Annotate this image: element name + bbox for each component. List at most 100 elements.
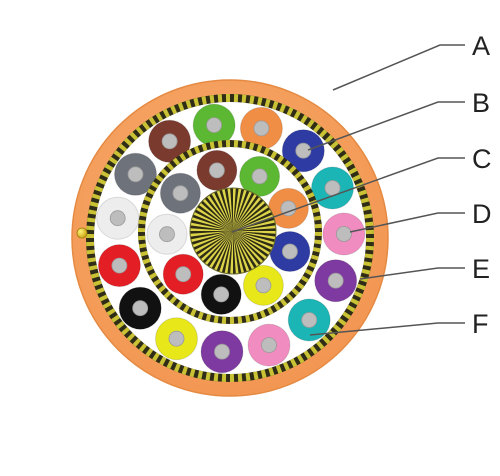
- inner-strength-ring-stripe: [291, 287, 300, 296]
- outer-strength-ring-stripe: [135, 126, 144, 136]
- central-core-ray: [224, 231, 233, 274]
- central-core-ray: [200, 231, 233, 262]
- fiber-core: [127, 166, 144, 183]
- inner-strength-ring-stripe: [233, 140, 239, 148]
- fiber-core: [161, 133, 178, 150]
- callout-label-e: E: [472, 254, 490, 284]
- outer-strength-ring-stripe: [361, 268, 371, 275]
- fiber-core: [335, 226, 352, 242]
- outer-strength-ring-stripe: [296, 354, 305, 364]
- inner-strength-ring-stripe: [259, 310, 267, 319]
- outer-strength-ring-stripe: [332, 324, 342, 333]
- outer-strength-ring-stripe: [245, 372, 251, 382]
- outer-strength-ring-stripe: [159, 356, 167, 366]
- inner-strength-ring-stripe: [300, 275, 309, 283]
- central-core-ray: [197, 231, 233, 258]
- fiber-core: [251, 168, 268, 185]
- outer-strength-ring-stripe: [129, 131, 139, 141]
- central-core-ray: [193, 211, 233, 231]
- central-core-ray: [233, 204, 269, 231]
- central-core-ray: [233, 188, 242, 231]
- central-core-ray: [190, 231, 233, 243]
- inner-strength-ring-stripe: [273, 302, 281, 311]
- outer-strength-ring-stripe: [99, 294, 108, 302]
- outer-strength-ring-stripe: [358, 189, 367, 196]
- callout-leaders: [231, 44, 465, 336]
- central-core-ray: [194, 231, 233, 253]
- inner-strength-ring-stripe: [209, 141, 215, 150]
- outer-strength-ring-stripe: [364, 213, 373, 219]
- outer-strength-ring-stripe: [108, 156, 118, 165]
- central-core-ray: [219, 231, 233, 273]
- central-core-ray: [206, 195, 233, 231]
- fiber-core: [206, 117, 223, 133]
- central-core-ray: [233, 231, 268, 260]
- outer-strength-ring-stripe: [362, 205, 372, 211]
- outer-strength-ring-stripe: [162, 108, 170, 118]
- outer-strength-ring-stripe: [197, 370, 203, 380]
- inner-fiber-ring: [146, 149, 311, 315]
- inner-strength-ring-stripe: [217, 140, 223, 148]
- central-core-ray: [202, 198, 233, 231]
- inner-strength-ring-stripe: [190, 308, 197, 317]
- outer-strength-ring-stripe: [279, 103, 287, 113]
- outer-strength-ring-stripe: [132, 338, 141, 347]
- outer-strength-ring-stripe: [148, 116, 157, 126]
- outer-strength-ring-stripe: [205, 372, 211, 381]
- central-core-ray: [233, 231, 245, 274]
- inner-strength-ring-stripe: [153, 278, 162, 287]
- inner-strength-ring-stripe: [155, 174, 164, 183]
- outer-fiber-green: [192, 103, 236, 147]
- central-core-ray: [191, 217, 233, 231]
- inner-strength-ring-stripe: [237, 316, 243, 324]
- leader-line-f: [309, 322, 465, 336]
- outer-strength-ring-stripe: [91, 193, 101, 200]
- inner-strength-ring-stripe: [270, 150, 278, 160]
- outer-strength-ring-stripe: [249, 95, 255, 104]
- outer-strength-ring-stripe: [290, 358, 298, 368]
- inner-strength-ring-stripe: [294, 171, 302, 179]
- central-core-ray: [233, 231, 264, 264]
- outer-strength-ring-stripe: [365, 221, 374, 227]
- outer-strength-ring-stripe: [213, 373, 219, 382]
- central-strength-member: [189, 187, 277, 275]
- inner-strength-ring-stripe: [148, 272, 158, 280]
- inner-strength-ring-stripe: [143, 195, 152, 203]
- outer-strength-ring-stripe: [181, 366, 188, 375]
- outer-strength-ring-stripe: [321, 335, 331, 345]
- inner-fiber-white: [146, 213, 188, 255]
- inner-strength-ring-stripe: [241, 140, 247, 149]
- central-core-ray: [233, 191, 253, 231]
- inner-strength-ring-stripe: [276, 155, 285, 164]
- leader-line-c: [231, 157, 465, 233]
- outer-strength-ring-stripe: [282, 361, 290, 371]
- inner-fiber-blue: [269, 231, 311, 272]
- central-core-ray: [198, 202, 233, 231]
- fiber-core: [301, 312, 318, 328]
- inner-strength-ring-stripe: [193, 145, 201, 154]
- outer-fiber-rose: [322, 212, 366, 256]
- inner-strength-ring-stripe: [147, 188, 156, 196]
- outer-strength-ring-stripe: [264, 98, 271, 108]
- outer-strength-ring-stripe: [145, 348, 154, 357]
- inner-strength-ring-stripe: [179, 153, 187, 162]
- outer-strength-ring-stripe: [346, 304, 356, 313]
- inner-strength-ring-stripe: [138, 235, 146, 241]
- outer-strength-ring-stripe: [100, 170, 110, 178]
- outer-fiber-violet: [314, 259, 358, 303]
- inner-fiber-red: [162, 253, 204, 295]
- outer-fiber-brown: [148, 119, 192, 163]
- outer-strength-ring-stripe: [340, 153, 349, 162]
- outer-strength-ring-stripe: [86, 241, 95, 247]
- outer-strength-ring-stripe: [365, 238, 374, 243]
- central-core-ray: [233, 200, 266, 231]
- outer-strength-ring-stripe: [257, 96, 263, 106]
- central-core-ray: [195, 207, 233, 231]
- outer-strength-ring-stripe: [272, 101, 279, 110]
- central-core-ray: [190, 231, 233, 237]
- inner-strength-ring-stripe: [205, 313, 212, 322]
- outer-strength-ring-stripe: [335, 146, 345, 155]
- outer-strength-ring-stripe: [121, 327, 130, 336]
- fiber-core: [214, 343, 230, 360]
